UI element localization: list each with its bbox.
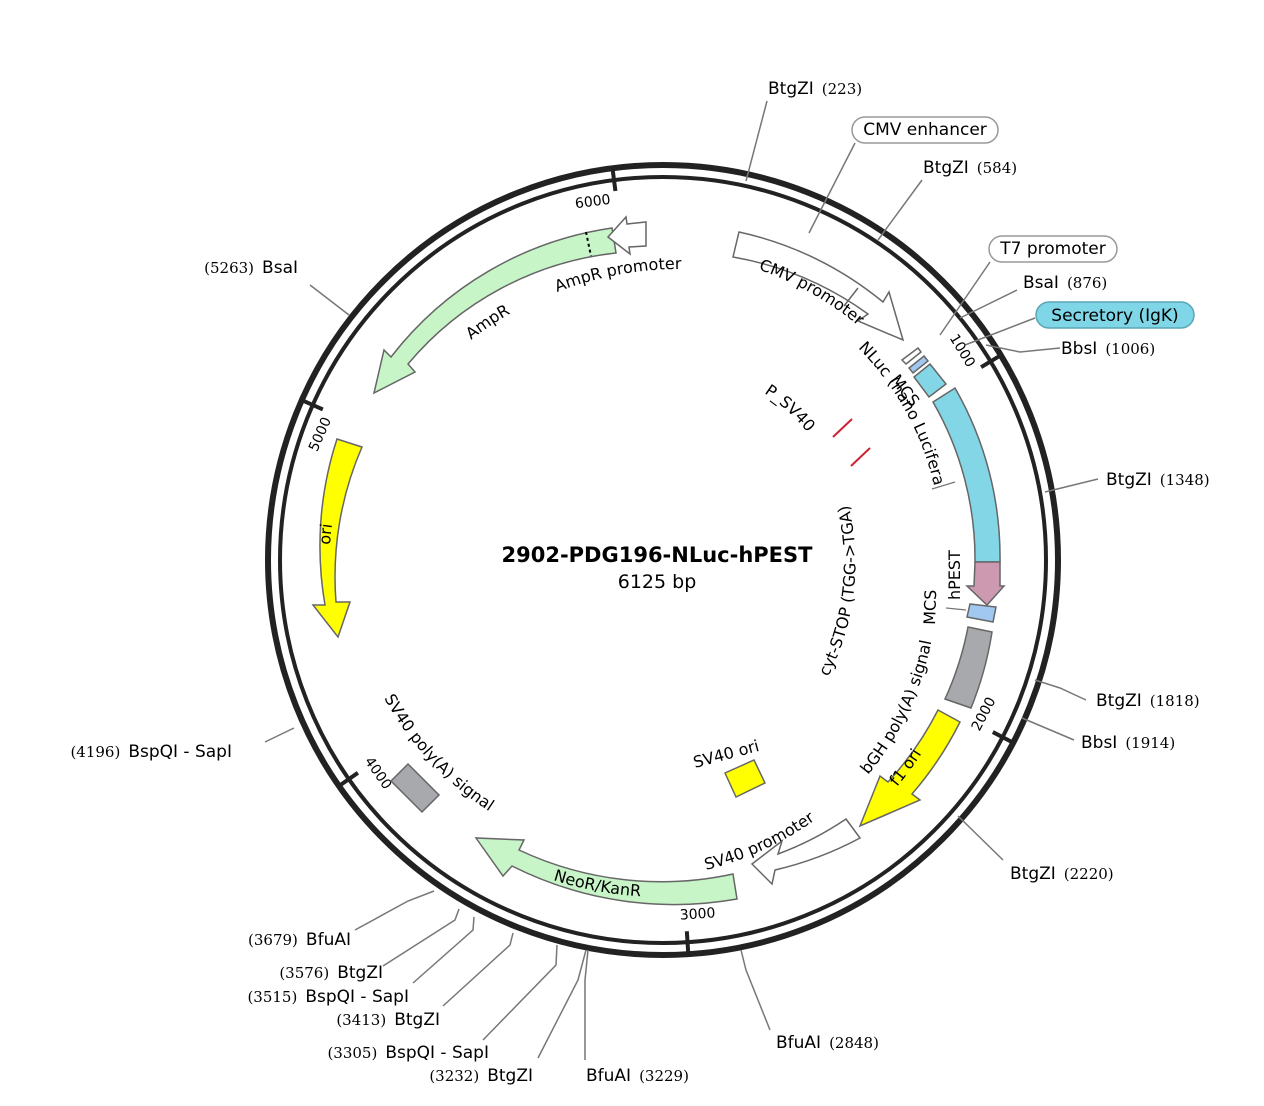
leader-secretory-igk [964, 317, 1036, 346]
leader-btgzi-1348 [1044, 478, 1099, 493]
site-bspqi-4196: (4196)BspQI - SapI [70, 742, 232, 762]
feature-mcs-top [900, 346, 923, 366]
site-btgzi-1818: BtgZI(1818) [1096, 691, 1200, 711]
feature-p-sv40-mark [832, 418, 853, 438]
site-bbsi-1914: BbsI(1914) [1081, 733, 1175, 753]
leader-bspqi-3515 [412, 916, 475, 984]
label-sv40-polya: SV40 poly(A) signal [380, 691, 497, 815]
leader-btgzi-2220 [957, 815, 1004, 861]
feature-f1-ori [858, 708, 961, 828]
site-labels: BtgZI(223) BtgZI(584) BsaI(876) BbsI(100… [70, 79, 1209, 1086]
feature-ampr-promoter [606, 215, 647, 256]
features [311, 215, 1006, 906]
site-btgzi-1348: BtgZI(1348) [1106, 470, 1210, 490]
backbone-inner [278, 175, 1048, 945]
feature-secretory-igk [912, 362, 948, 399]
leader-bsai-5263 [309, 284, 350, 316]
bp-ticks [299, 166, 1016, 957]
leader-btgzi-584 [877, 179, 923, 241]
site-btgzi-223: BtgZI(223) [768, 79, 862, 99]
site-leader-lines [264, 100, 1099, 1060]
feature-label-connectors [931, 481, 967, 611]
svg-text:CMV enhancer: CMV enhancer [863, 120, 987, 140]
feature-mcs-top-blue [907, 354, 930, 375]
site-btgzi-3576: (3576)BtgZI [279, 963, 383, 983]
site-bsai-5263: (5263)BsaI [204, 258, 298, 278]
label-ori: ori [315, 522, 336, 545]
feature-cmv-promoter [732, 231, 905, 342]
leader-btgzi-3232 [537, 949, 587, 1059]
feature-ori [311, 438, 364, 639]
plasmid-length: 6125 bp [618, 571, 697, 593]
boxed-label-t7-promoter: T7 promoter [988, 235, 1118, 263]
leader-bsai-876 [959, 289, 1018, 319]
site-btgzi-2220: BtgZI(2220) [1010, 864, 1114, 884]
leader-t7-promoter [939, 261, 991, 336]
boxed-label-cmv-enhancer: CMV enhancer [851, 116, 999, 144]
tick-label-3000: 3000 [679, 905, 716, 923]
site-bfuai-3229: BfuAI(3229) [586, 1066, 689, 1086]
site-bbsi-1006: BbsI(1006) [1061, 339, 1155, 359]
feature-hpest [965, 561, 1006, 607]
label-hpest: hPEST [945, 550, 964, 600]
leader-bbsi-1006 [985, 344, 1061, 353]
label-p-sv40: P_SV40 [762, 381, 819, 436]
site-bfuai-3679: (3679)BfuAI [248, 930, 351, 950]
leader-btgzi-223 [745, 100, 768, 182]
feature-ampr [372, 227, 617, 395]
label-cyt-stop: cyt-STOP (TGG->TGA) [815, 504, 860, 679]
feature-neor-kanr [474, 837, 738, 906]
label-mcs-bottom: MCS [920, 589, 940, 625]
leader-bspqi-3305 [482, 944, 558, 1041]
feature-sv40-ori [724, 759, 766, 799]
leader-bspqi-4196 [264, 727, 295, 743]
feature-sv40-promoter [750, 817, 862, 886]
tick-1000 [980, 352, 1004, 369]
tick-label-6000: 6000 [574, 192, 611, 212]
feature-sv40-polya [389, 762, 441, 814]
site-bfuai-2848: BfuAI(2848) [776, 1033, 879, 1053]
cmv-enhancer-boundary [843, 287, 859, 307]
site-bsai-876: BsaI(876) [1023, 273, 1107, 293]
tick-5000 [299, 397, 324, 412]
leader-bfuai-3229 [584, 949, 589, 1060]
tick-label-5000: 5000 [306, 415, 335, 454]
plasmid-name: 2902-PDG196-NLuc-hPEST [502, 543, 814, 567]
leader-cmv-enhancer [808, 142, 856, 234]
leader-bbsi-1914 [1021, 717, 1075, 741]
site-btgzi-3232: (3232)BtgZI [429, 1066, 533, 1086]
tick-4000 [336, 771, 360, 789]
svg-text:T7 promoter: T7 promoter [999, 239, 1106, 259]
site-bspqi-3515: (3515)BspQI - SapI [247, 987, 409, 1007]
leader-btgzi-3576 [382, 908, 460, 967]
feature-bgh-polya [943, 626, 993, 709]
ampr-promoter-boundary [585, 231, 592, 257]
leader-bfuai-3679 [354, 890, 435, 931]
leader-btgzi-1818 [1034, 679, 1087, 701]
boxed-label-secretory-igk: Secretory (IgK) [1035, 301, 1195, 329]
tick-6000 [610, 166, 618, 192]
feature-mcs-bottom [966, 603, 997, 623]
feature-cyt-stop-mark [850, 447, 871, 467]
backbone-outer [265, 162, 1061, 958]
tick-label-4000: 4000 [361, 754, 395, 792]
site-btgzi-3413: (3413)BtgZI [336, 1010, 440, 1030]
svg-text:Secretory (IgK): Secretory (IgK) [1051, 306, 1178, 326]
tick-3000 [684, 931, 691, 957]
site-bspqi-3305: (3305)BspQI - SapI [327, 1043, 489, 1063]
leader-btgzi-3413 [442, 932, 514, 1007]
leader-bfuai-2848 [740, 949, 771, 1031]
site-btgzi-584: BtgZI(584) [923, 158, 1017, 178]
tick-2000 [991, 730, 1016, 746]
